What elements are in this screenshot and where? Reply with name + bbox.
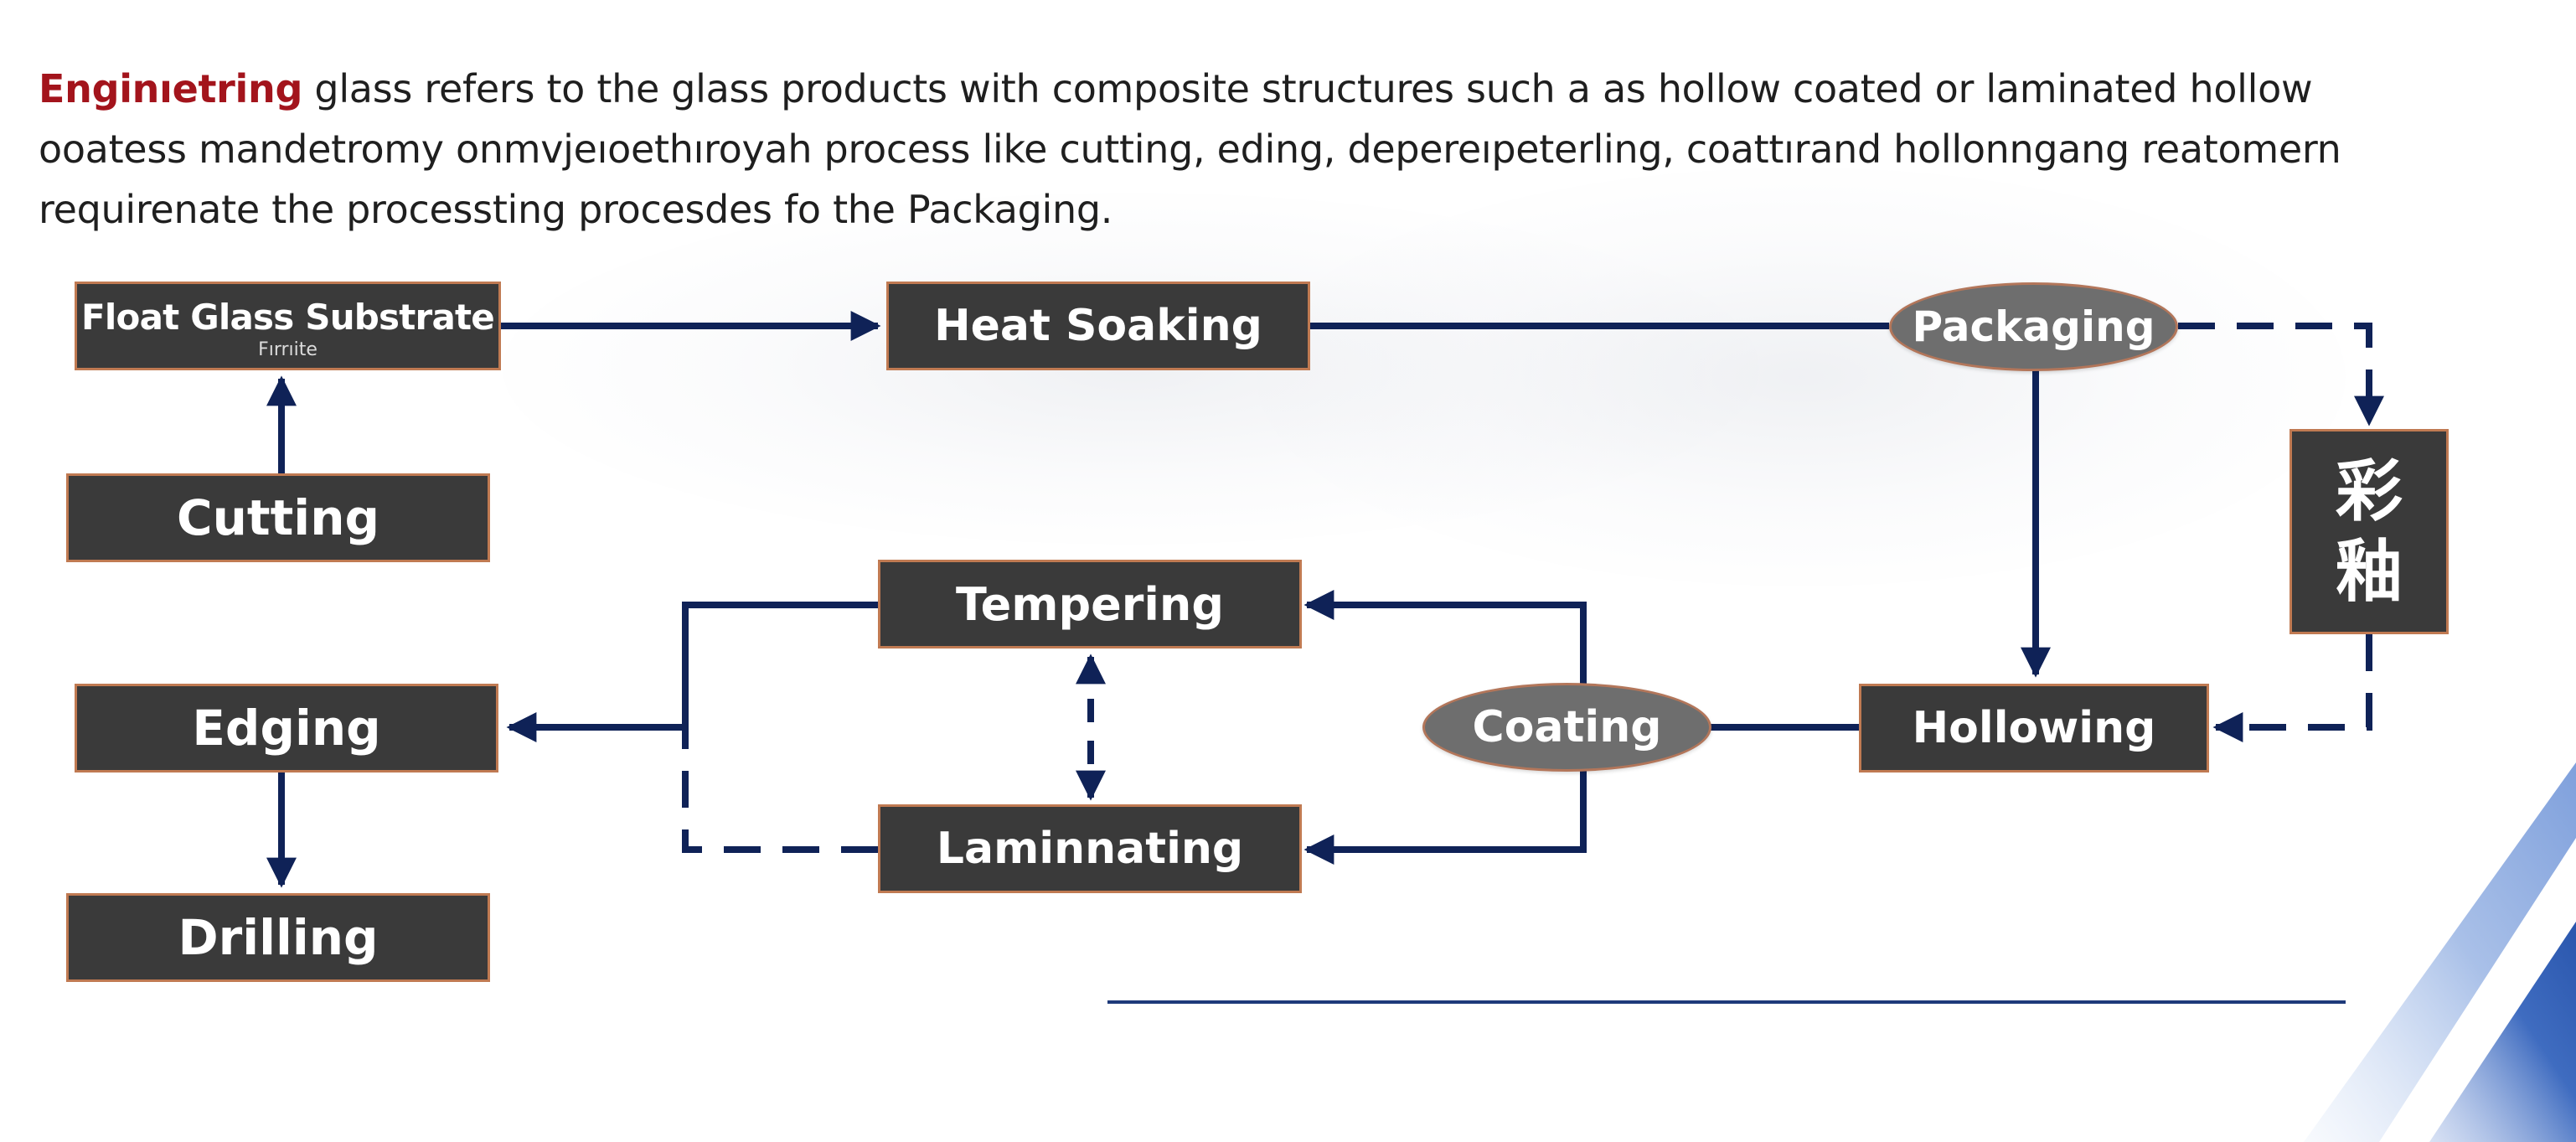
intro-lead-term: Enginıetring <box>39 66 303 111</box>
corner-stripe-decoration <box>2304 762 2576 1142</box>
node-float-glass-substrate: Float Glass Substrate Fırrıite <box>75 282 501 370</box>
node-edging-label: Edging <box>192 700 381 757</box>
light-stripe <box>2304 762 2576 1142</box>
node-packaging: Packaging <box>1889 282 2178 371</box>
connector-coating-to-laminating <box>1303 771 1587 865</box>
node-float-glass-sublabel: Fırrıite <box>258 339 317 360</box>
connector-tempering-to-edging <box>506 602 878 742</box>
node-cutting-label: Cutting <box>177 489 379 546</box>
node-heat-soaking-label: Heat Soaking <box>934 301 1262 351</box>
connector-packaging-to-glaze-dashed <box>2178 323 2384 426</box>
dark-stripe <box>2429 922 2576 1142</box>
intro-paragraph: Enginıetring glass refers to the glass p… <box>39 59 2501 240</box>
node-glaze-label-bottom: 釉 <box>2336 532 2403 611</box>
node-cutting: Cutting <box>66 473 490 562</box>
intro-line-2: ooatess mandetromy onmvjeıoethıroуah pro… <box>39 127 2341 172</box>
node-glaze: 彩 釉 <box>2289 429 2449 634</box>
intro-line-3: requirenate the processting procesdes fo… <box>39 187 1113 232</box>
node-float-glass-label: Float Glass Substrate <box>81 297 495 338</box>
node-heat-soaking: Heat Soaking <box>886 282 1310 370</box>
connector-coating-to-tempering <box>1303 590 1587 687</box>
node-packaging-label: Packaging <box>1912 302 2155 351</box>
node-drilling: Drilling <box>66 893 490 982</box>
node-laminating-label: Laminnating <box>936 824 1244 874</box>
intro-line-1: Enginıetring glass refers to the glass p… <box>39 59 2501 119</box>
node-laminating: Laminnating <box>878 804 1302 893</box>
node-coating: Coating <box>1422 683 1711 772</box>
intro-line-1-rest: glass refers to the glass products with … <box>302 66 2313 111</box>
node-tempering: Tempering <box>878 560 1302 649</box>
node-glaze-label-top: 彩 <box>2336 452 2403 530</box>
connector-laminating-to-edging-dashed <box>682 727 878 853</box>
node-hollowing: Hollowing <box>1859 684 2209 773</box>
node-tempering-label: Tempering <box>955 577 1225 631</box>
node-coating-label: Coating <box>1472 702 1662 752</box>
background-haze <box>1257 168 2346 587</box>
node-drilling-label: Drilling <box>178 909 379 966</box>
node-hollowing-label: Hollowing <box>1912 703 2156 753</box>
connector-glaze-to-hollowing-dashed <box>2212 634 2372 742</box>
node-edging: Edging <box>75 684 498 773</box>
